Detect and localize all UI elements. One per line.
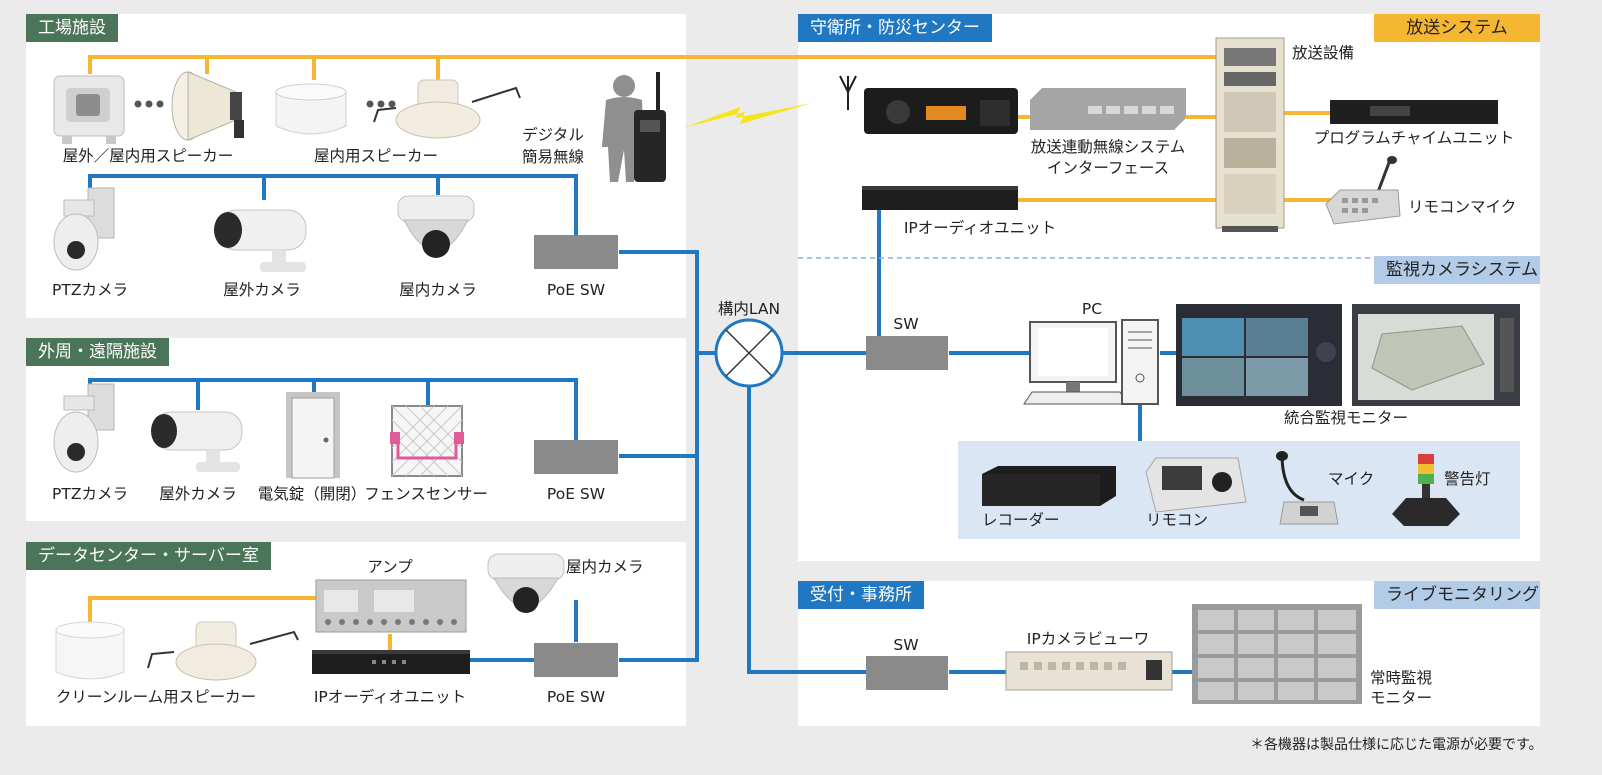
factory-indoor-cam-label: 屋内カメラ bbox=[399, 281, 477, 299]
lan-hub bbox=[714, 318, 784, 388]
fence-sensor-label: フェンスセンサー bbox=[364, 485, 488, 503]
datacenter-ip-audio-label: IPオーディオユニット bbox=[313, 688, 467, 706]
reception-zone-tag: 受付・事務所 bbox=[798, 581, 924, 609]
remote-mic-label: リモコンマイク bbox=[1408, 198, 1517, 216]
digital-radio-label: デジタル 簡易無線 bbox=[522, 126, 585, 166]
factory-zone-tag: 工場施設 bbox=[26, 14, 118, 42]
factory-ptz-label: PTZカメラ bbox=[52, 281, 128, 299]
factory-poe-label: PoE SW bbox=[546, 281, 606, 299]
radio-interface-label: 放送連動無線システム インターフェース bbox=[1030, 138, 1186, 177]
guard-ip-audio-label: IPオーディオユニット bbox=[903, 219, 1057, 237]
broadcast-equipment-label: 放送設備 bbox=[1292, 44, 1355, 62]
warning-light-label: 警告灯 bbox=[1444, 470, 1491, 488]
perimeter-poe-label: PoE SW bbox=[546, 485, 606, 503]
clean-room-speaker-label: クリーンルーム用スピーカー bbox=[55, 688, 257, 706]
electric-lock-label: 電気錠（開閉） bbox=[257, 485, 367, 503]
mic-label: マイク bbox=[1328, 470, 1375, 488]
live-monitoring-tag: ライブモニタリング bbox=[1374, 581, 1540, 609]
ip-camera-viewer-label: IPカメラビューワ bbox=[1026, 630, 1150, 648]
amp-label: アンプ bbox=[367, 558, 413, 576]
outdoor-indoor-speaker-label: 屋外／屋内用スピーカー bbox=[62, 147, 234, 165]
factory-outdoor-cam-label: 屋外カメラ bbox=[223, 281, 301, 299]
broadcast-system-tag: 放送システム bbox=[1374, 14, 1540, 42]
wireless-bolt bbox=[683, 103, 812, 128]
camera-sw-label: SW bbox=[893, 315, 919, 333]
perimeter-ptz-label: PTZカメラ bbox=[52, 485, 128, 503]
recorder-label: レコーダー bbox=[982, 511, 1060, 529]
pc-label: PC bbox=[1081, 300, 1103, 318]
datacenter-indoor-cam-label: 屋内カメラ bbox=[566, 558, 644, 576]
integrated-monitor-label: 統合監視モニター bbox=[1283, 409, 1409, 427]
guard-zone-tag: 守衛所・防災センター bbox=[798, 14, 992, 42]
factory-panel bbox=[26, 14, 686, 318]
datacenter-poe-label: PoE SW bbox=[546, 688, 606, 706]
footnote: ＊各機器は製品仕様に応じた電源が必要です。 bbox=[1250, 737, 1543, 753]
camera-system-tag: 監視カメラシステム bbox=[1374, 256, 1540, 284]
perimeter-outdoor-cam-label: 屋外カメラ bbox=[159, 485, 237, 503]
indoor-speaker-label: 屋内用スピーカー bbox=[313, 147, 439, 165]
lan-label: 構内LAN bbox=[717, 300, 781, 318]
datacenter-zone-tag: データセンター・サーバー室 bbox=[26, 542, 271, 570]
reception-sw-label: SW bbox=[893, 636, 919, 654]
perimeter-zone-tag: 外周・遠隔施設 bbox=[26, 338, 169, 366]
remote-label: リモコン bbox=[1146, 511, 1209, 529]
constant-monitor-label: 常時監視 モニター bbox=[1370, 669, 1433, 707]
chime-unit-label: プログラムチャイムユニット bbox=[1313, 129, 1515, 147]
